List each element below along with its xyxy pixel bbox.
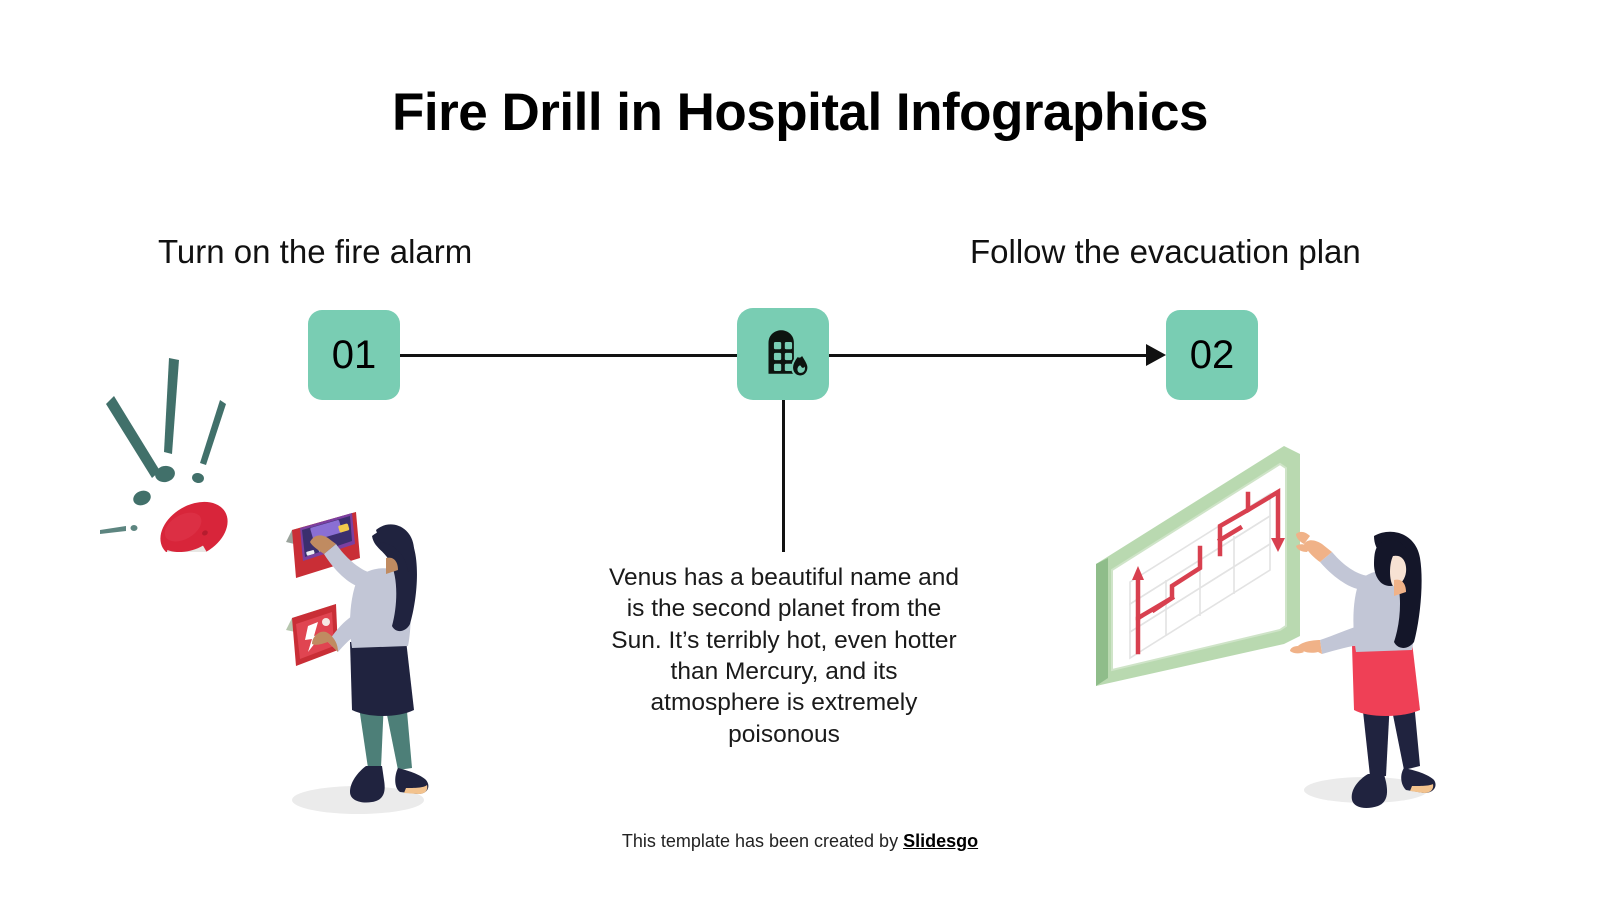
page-title: Fire Drill in Hospital Infographics [392, 83, 1208, 142]
connector-line-left [400, 354, 745, 357]
arrow-right-icon [1146, 344, 1166, 366]
center-node-description: Venus has a beautiful name and is the se… [608, 564, 960, 748]
hospital-building-on-fire-icon [754, 323, 812, 386]
step-badge-02[interactable]: 02 [1166, 310, 1258, 400]
step-number-02: 02 [1189, 333, 1235, 377]
slidesgo-link[interactable]: Slidesgo [903, 831, 979, 851]
connector-line-right [825, 354, 1155, 357]
step-number-01: 01 [331, 333, 377, 377]
woman-reading-evacuation-plan-illustration [1290, 518, 1450, 823]
footer: This template has been created by Slides… [0, 831, 1600, 852]
step-heading-01: Turn on the fire alarm [158, 233, 473, 270]
center-node[interactable] [737, 308, 829, 400]
footer-text: This template has been created by [621, 831, 904, 851]
evacuation-plan-board-illustration [1088, 440, 1308, 695]
connector-line-vertical [782, 396, 785, 552]
alarm-burst-illustration [98, 352, 258, 559]
step-heading-02: Follow the evacuation plan [970, 233, 1361, 270]
step-badge-01[interactable]: 01 [308, 310, 400, 400]
woman-activating-fire-alarm-illustration [280, 500, 460, 825]
